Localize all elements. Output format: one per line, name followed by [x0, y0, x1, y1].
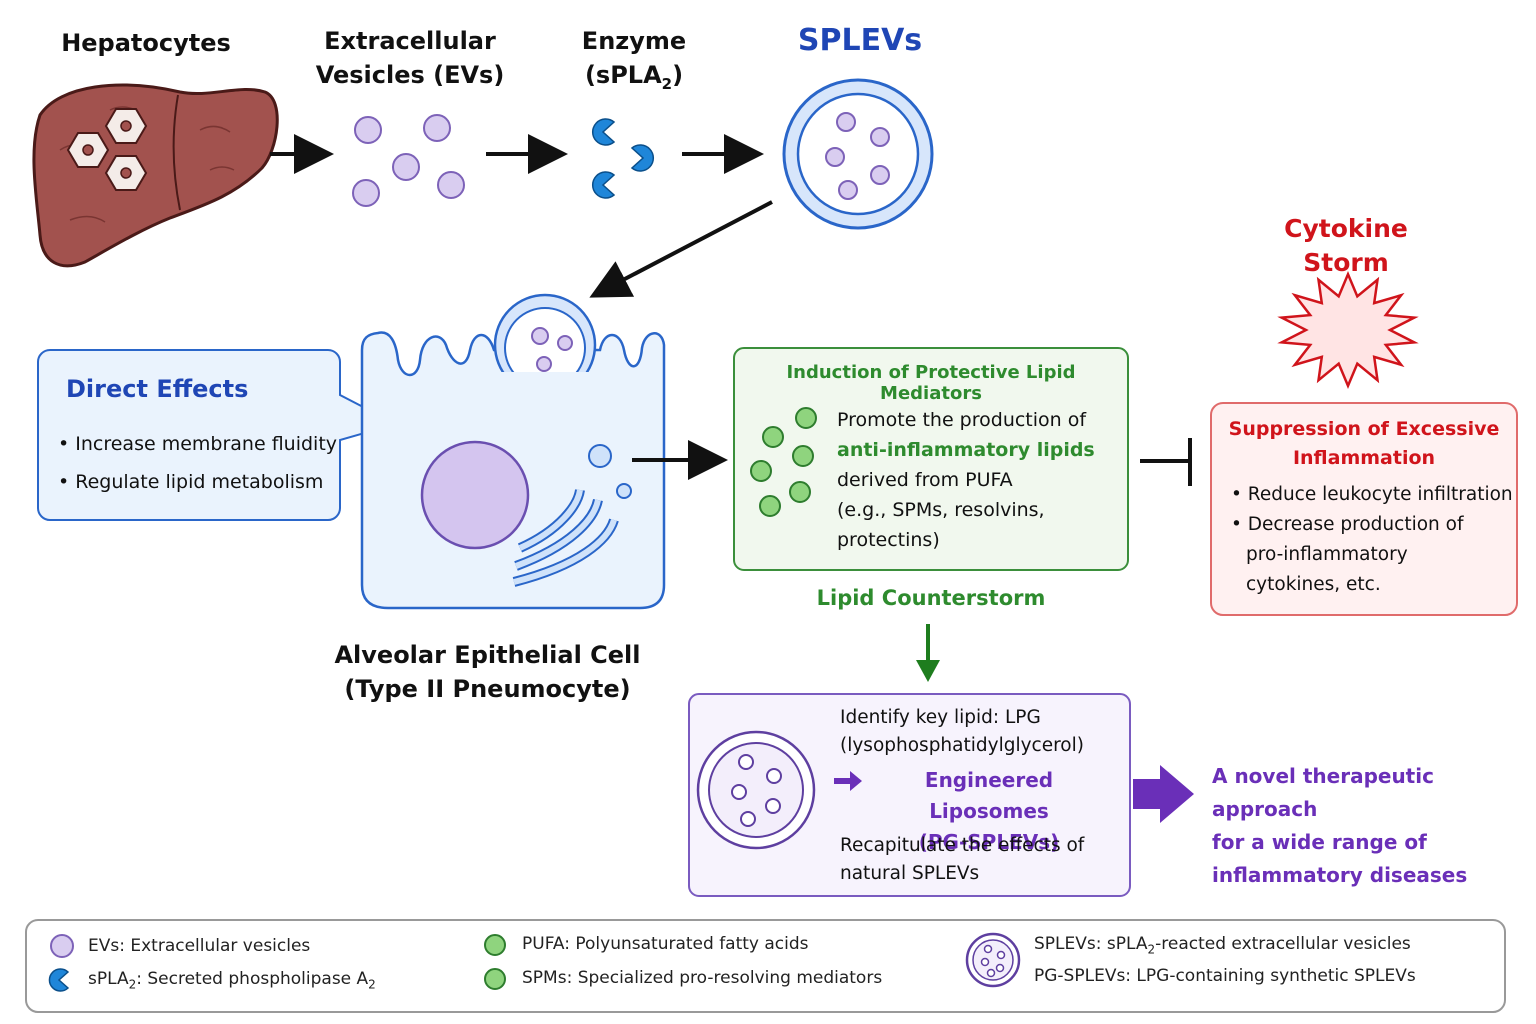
enzyme-icon — [591, 118, 616, 146]
liver-icon — [32, 83, 279, 268]
legend-pufa: PUFA: Polyunsaturated fatty acids — [522, 934, 809, 954]
legend-spla2-mid: : Secreted phospholipase A — [136, 969, 369, 989]
legend-pg-splevs: PG-SPLEVs: LPG-containing synthetic SPLE… — [1034, 966, 1416, 986]
direct-effect-item-2: Regulate lipid metabolism — [75, 471, 324, 493]
cell-label-line1: Alveolar Epithelial Cell — [334, 641, 641, 669]
direct-effect-item-1: Increase membrane fluidity — [75, 433, 338, 455]
suppression-item-2-cont2: cytokines, etc. — [1246, 574, 1381, 595]
legend-spla2-sub2: 2 — [368, 977, 376, 992]
direct-effects-list: • Increase membrane fluidity • Regulate … — [58, 425, 337, 501]
legend-splevs-pre: SPLEVs: sPLA — [1034, 934, 1148, 954]
legend-spla2-sub: 2 — [128, 977, 137, 992]
liposome-line1: Identify key lipid: LPG — [840, 707, 1041, 728]
engineered-line2: (PG-SPLEVs) — [918, 830, 1060, 854]
induction-line2: anti-inflammatory lipids — [837, 439, 1095, 461]
novel-line3: inflammatory diseases — [1212, 863, 1468, 887]
suppression-title: Suppression of Excessive Inflammation — [1211, 415, 1517, 473]
splev-vesicle-icon — [782, 78, 934, 230]
enzyme-icon — [630, 144, 655, 172]
suppression-list: • Reduce leukocyte infiltration • Decrea… — [1231, 480, 1513, 600]
suppression-item-2-cont: pro-inflammatory — [1246, 544, 1408, 565]
induction-box — [733, 347, 1129, 571]
cytokine-line1: Cytokine — [1284, 214, 1408, 243]
induction-title: Induction of Protective Lipid Mediators — [786, 362, 1076, 404]
ev-particle — [423, 114, 451, 142]
legend-splevs-post: -reacted extracellular vesicles — [1155, 934, 1411, 954]
suppression-item: • Decrease production of — [1231, 514, 1464, 535]
enzyme-particles — [591, 118, 655, 199]
alveolar-cell-label: Alveolar Epithelial Cell (Type II Pneumo… — [320, 638, 655, 706]
splevs-title: SPLEVs — [797, 23, 923, 58]
liposome-box — [688, 693, 1131, 897]
ev-particle — [437, 171, 465, 199]
liposome-line3: Recapitulate the effects of — [840, 835, 1085, 856]
lipid-counterstorm-label: Lipid Counterstorm — [816, 586, 1046, 610]
direct-effects-callout-box — [37, 349, 399, 521]
cytokine-line2: Storm — [1303, 248, 1389, 277]
suppression-title-line1: Suppression of Excessive — [1228, 418, 1500, 440]
cytokine-storm-starburst-icon — [1277, 270, 1419, 390]
induction-line4: (e.g., SPMs, resolvins, — [837, 499, 1045, 521]
ev-particle — [352, 179, 380, 207]
suppression-box — [1210, 402, 1518, 616]
hepatocytes-title: Hepatocytes — [46, 26, 246, 60]
liposome-key-lipid-text: Identify key lipid: LPG (lysophosphatidy… — [840, 704, 1084, 760]
enzyme-title: Enzyme (sPLA2) — [554, 24, 714, 101]
engineered-line1: Engineered Liposomes — [924, 768, 1054, 823]
direct-effect-item: • Regulate lipid metabolism — [58, 471, 324, 493]
suppression-item-1: Reduce leukocyte infiltration — [1247, 484, 1513, 505]
legend-spla2: sPLA2: Secreted phospholipase A2 — [88, 969, 376, 991]
induction-text: Promote the production of anti-inflammat… — [837, 405, 1095, 555]
ev-particle — [354, 116, 382, 144]
legend-icons — [48, 932, 1021, 992]
cytokine-storm-title: Cytokine Storm — [1256, 212, 1436, 280]
suppression-title-line2: Inflammation — [1292, 447, 1436, 469]
suppression-item-2: Decrease production of — [1247, 514, 1464, 535]
enzyme-pre: (sPLA — [584, 61, 662, 89]
legend-spla2-pre: sPLA — [88, 969, 129, 989]
novel-line2: for a wide range of — [1212, 830, 1427, 854]
pufa-particles — [750, 407, 817, 517]
suppression-item: • Reduce leukocyte infiltration — [1231, 484, 1513, 505]
legend-box — [25, 919, 1506, 1013]
enzyme-sub: 2 — [661, 74, 673, 93]
enzyme-title-line1: Enzyme — [581, 27, 687, 55]
legend-splevs: SPLEVs: sPLA2-reacted extracellular vesi… — [1034, 934, 1411, 956]
novel-line1: A novel therapeutic approach — [1212, 764, 1434, 821]
big-purple-arrow — [1133, 765, 1194, 823]
golgi-icon — [512, 488, 619, 587]
novel-approach-text: A novel therapeutic approach for a wide … — [1212, 760, 1536, 892]
direct-effects-title: Direct Effects — [66, 375, 249, 403]
legend-splevs-sub: 2 — [1147, 942, 1156, 957]
evs-title-line2: Vesicles (EVs) — [315, 61, 505, 89]
enzyme-icon — [591, 171, 616, 199]
liposome-line2: (lysophosphatidylglycerol) — [840, 735, 1084, 756]
engineered-liposomes-label: Engineered Liposomes (PG-SPLEVs) — [862, 765, 1116, 858]
evs-title: Extracellular Vesicles (EVs) — [300, 24, 520, 92]
nucleus-icon — [420, 440, 530, 550]
enzyme-title-line2: (sPLA2) — [554, 58, 714, 101]
enzyme-post: ) — [672, 61, 684, 89]
small-purple-arrow — [834, 771, 862, 791]
induction-line1: Promote the production of — [837, 409, 1087, 431]
evs-title-line1: Extracellular — [324, 27, 496, 55]
arrow-splevs-to-cell — [589, 200, 773, 298]
ev-particles — [352, 114, 465, 207]
liposome-line4: natural SPLEVs — [840, 863, 980, 884]
ev-particle — [392, 153, 420, 181]
hepatocytes-label: Hepatocytes — [61, 29, 231, 57]
engineered-liposome-icon — [696, 730, 816, 850]
cell-label-line2: (Type II Pneumocyte) — [344, 675, 631, 703]
liposome-recap-text: Recapitulate the effects of natural SPLE… — [840, 832, 1084, 888]
direct-effect-item: • Increase membrane fluidity — [58, 433, 338, 455]
induction-line5: protectins) — [837, 529, 940, 551]
alveolar-cell-icon — [360, 293, 666, 610]
legend-spms: SPMs: Specialized pro-resolving mediator… — [522, 968, 883, 988]
legend-evs: EVs: Extracellular vesicles — [88, 936, 311, 956]
induction-line3: derived from PUFA — [837, 469, 1013, 491]
